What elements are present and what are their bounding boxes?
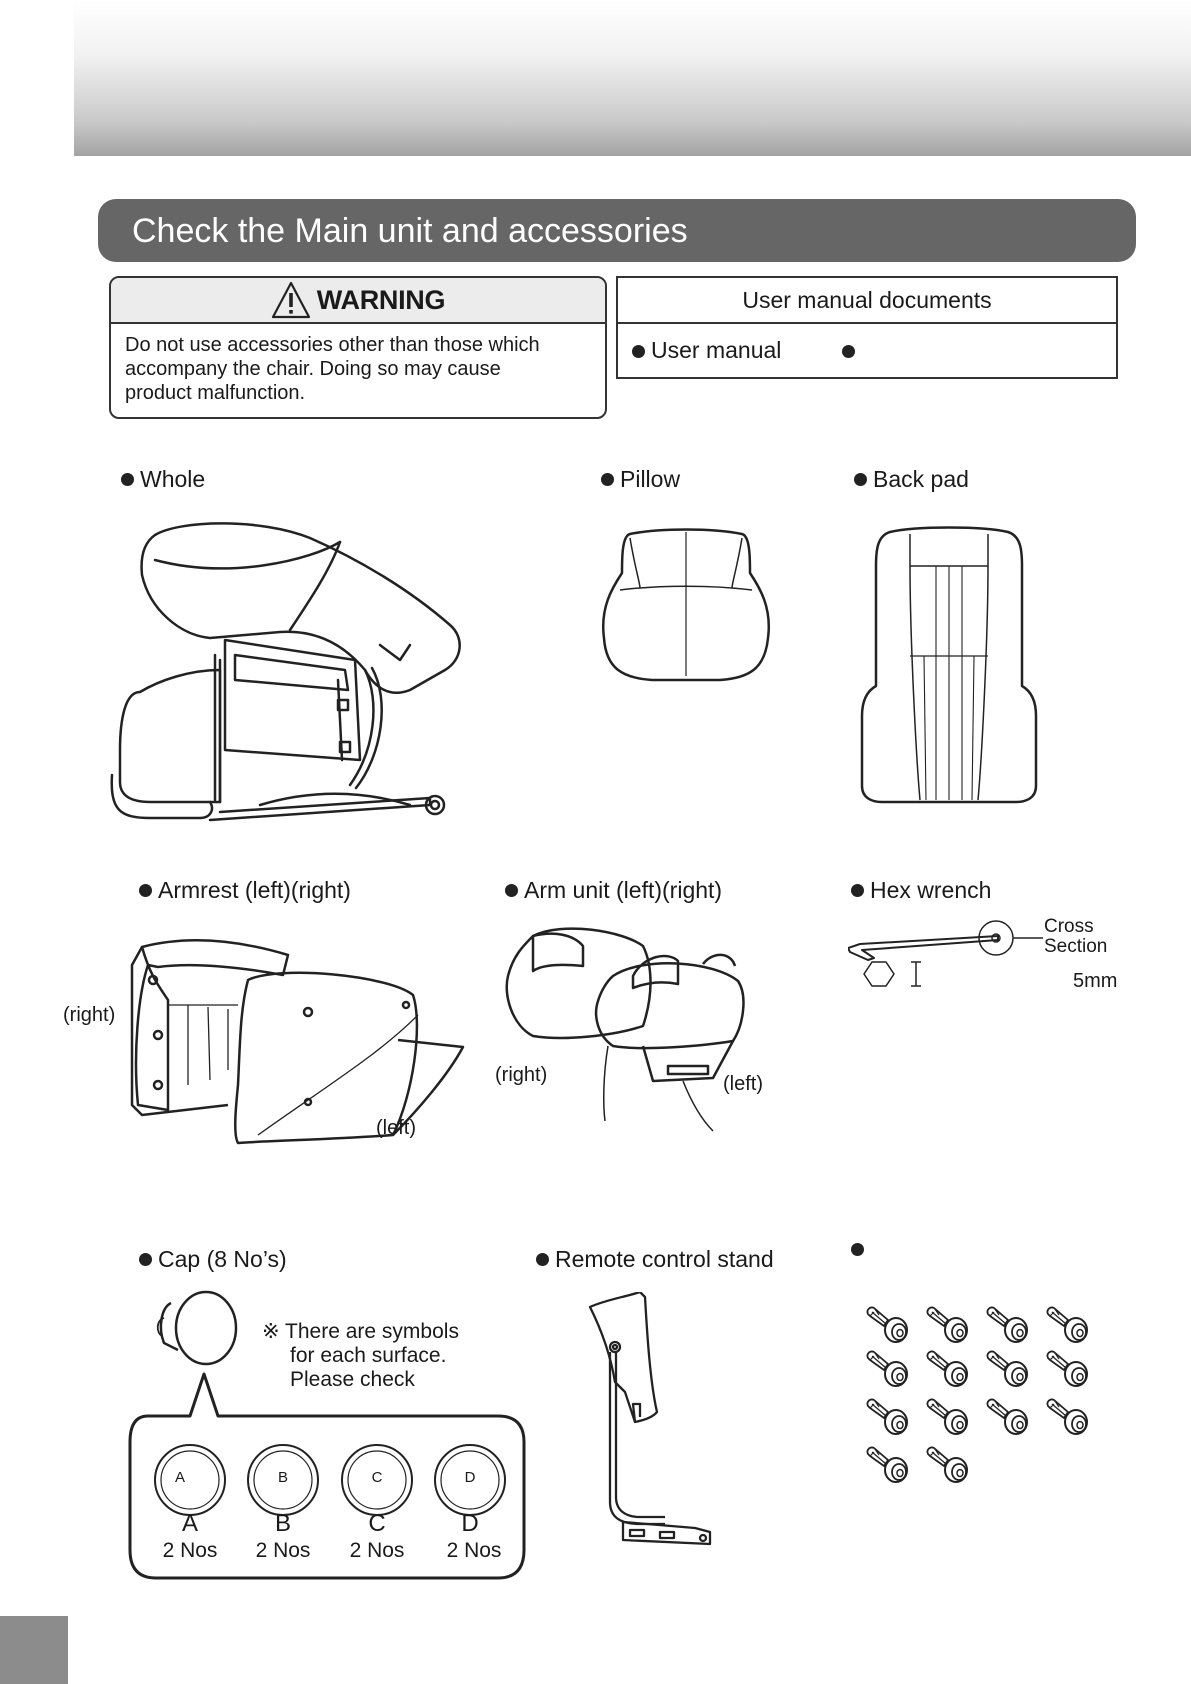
- cap-note-line: ※ There are symbols: [262, 1320, 459, 1343]
- label-bolts: [851, 1243, 870, 1256]
- label-whole: Whole: [121, 466, 205, 493]
- label-armrest: Armrest (left)(right): [139, 877, 351, 904]
- cap-letter-b: B: [274, 1510, 292, 1537]
- label-back-pad: Back pad: [854, 466, 969, 493]
- cap-illustration: [156, 1290, 238, 1366]
- cap-qty-d: 2 Nos: [446, 1539, 502, 1562]
- bullet-icon: [632, 345, 645, 358]
- bullet-icon: [139, 884, 152, 897]
- label-arm-unit: Arm unit (left)(right): [505, 877, 722, 904]
- cap-symbol-a: A: [174, 1469, 186, 1486]
- label-cap: Cap (8 No’s): [139, 1246, 287, 1273]
- cap-note-line: Please check: [290, 1368, 415, 1391]
- bullet-icon: [601, 473, 614, 486]
- arm-unit-left-label: (left): [723, 1073, 763, 1095]
- manual-documents-list: User manual: [618, 324, 1116, 377]
- warning-triangle-icon: [271, 281, 310, 319]
- bullet-icon: [139, 1253, 152, 1266]
- warning-line: accompany the chair. Doing so may cause: [125, 358, 501, 380]
- back-pad-illustration: [860, 526, 1038, 804]
- cross-section-line: Section: [1044, 936, 1108, 957]
- cap-note: ※ There are symbols for each surface. Pl…: [262, 1320, 459, 1392]
- hex-size-label: 5mm: [1073, 970, 1118, 992]
- armrest-left-label: (left): [376, 1117, 416, 1139]
- section-header-bar: [98, 199, 1136, 262]
- cap-symbol-c: C: [371, 1469, 383, 1486]
- cap-letter-a: A: [181, 1510, 199, 1537]
- cap-letter-c: C: [368, 1510, 386, 1537]
- armrest-illustration: [130, 939, 465, 1145]
- cap-letter-d: D: [461, 1510, 479, 1537]
- page-tab: [0, 1616, 68, 1684]
- cap-symbol-b: B: [277, 1469, 289, 1486]
- armrest-right-label: (right): [63, 1004, 116, 1026]
- label-hex-wrench: Hex wrench: [851, 877, 991, 904]
- warning-header: WARNING: [111, 278, 605, 324]
- warning-line: Do not use accessories other than those …: [125, 334, 540, 356]
- warning-title: WARNING: [316, 284, 446, 315]
- bullet-icon: [854, 473, 867, 486]
- cap-symbols-callout: [128, 1372, 526, 1580]
- warning-box: WARNING Do not use accessories other tha…: [109, 276, 607, 419]
- whole-chair-illustration: [110, 522, 461, 822]
- cap-symbol-d: D: [464, 1469, 476, 1486]
- arm-unit-right-label: (right): [495, 1064, 548, 1086]
- cross-section-label: Cross Section: [1044, 917, 1107, 957]
- cap-qty-c: 2 Nos: [349, 1539, 405, 1562]
- warning-text: Do not use accessories other than those …: [111, 324, 605, 405]
- hex-wrench-illustration: [848, 920, 1043, 987]
- bullet-icon: [536, 1253, 549, 1266]
- label-remote-stand: Remote control stand: [536, 1246, 774, 1273]
- cap-note-line: for each surface.: [290, 1344, 447, 1367]
- bullet-icon: [505, 884, 518, 897]
- pillow-illustration: [601, 528, 771, 682]
- manual-item: User manual: [651, 337, 782, 363]
- manual-documents-box: User manual documents User manual: [616, 276, 1118, 379]
- arm-unit-illustration: [505, 927, 745, 1132]
- warning-line: product malfunction.: [125, 382, 306, 404]
- cap-qty-a: 2 Nos: [162, 1539, 218, 1562]
- cap-qty-b: 2 Nos: [255, 1539, 311, 1562]
- top-header-band: [74, 0, 1191, 156]
- bolts-illustration: [866, 1306, 1088, 1483]
- cross-section-line: Cross: [1044, 916, 1094, 937]
- bullet-icon: [851, 884, 864, 897]
- manual-documents-title: User manual documents: [618, 278, 1116, 324]
- bullet-icon: [121, 473, 134, 486]
- section-title: Check the Main unit and accessories: [132, 212, 688, 250]
- label-pillow: Pillow: [601, 466, 680, 493]
- bullet-icon: [842, 345, 855, 358]
- bullet-icon: [851, 1243, 864, 1256]
- remote-stand-illustration: [588, 1292, 712, 1546]
